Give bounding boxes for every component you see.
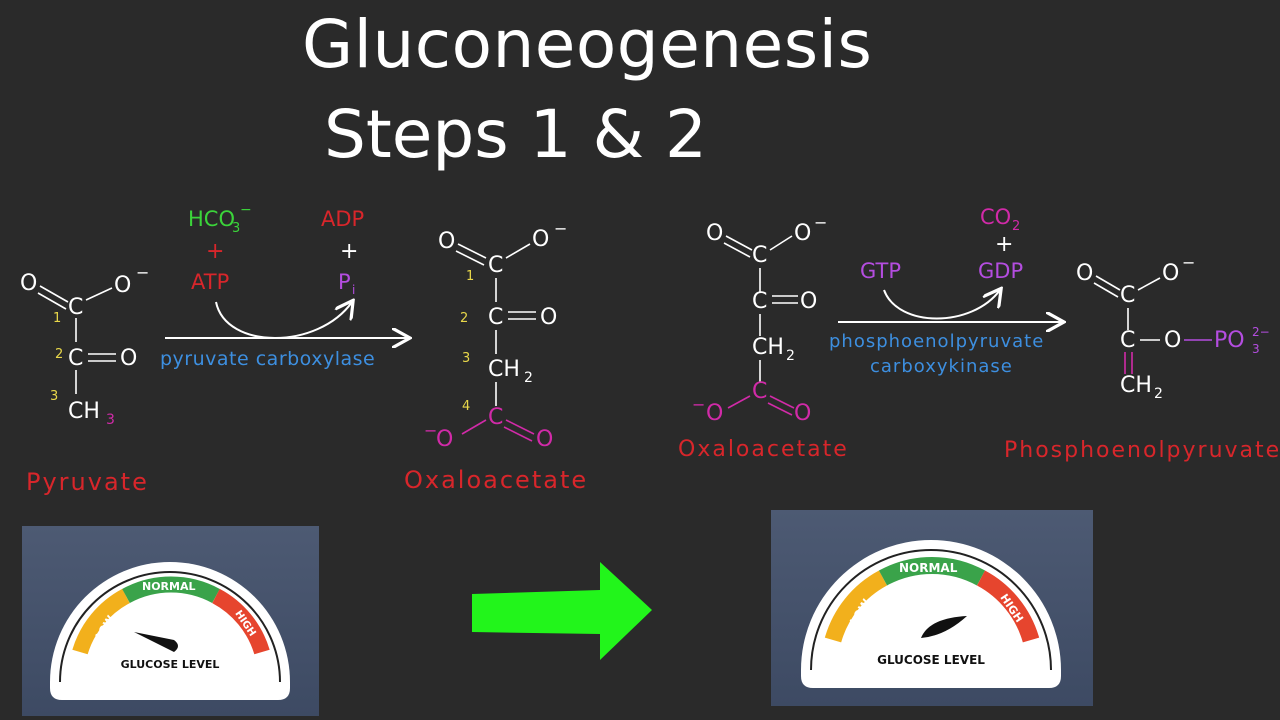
gauge-needle-normal <box>921 616 967 638</box>
bicarbonate-sub: 3 <box>232 221 240 236</box>
svg-text:2: 2 <box>460 311 468 326</box>
co2-sub: 2 <box>1012 219 1020 234</box>
glucose-gauge-low-panel: LOW NORMAL HIGH GLUCOSE LEVEL <box>22 526 319 716</box>
pyruvate-c2: C <box>68 346 83 371</box>
glucose-gauge-low: LOW NORMAL HIGH GLUCOSE LEVEL <box>50 562 290 700</box>
carbon-number-3: 3 <box>50 389 58 404</box>
svg-text:O: O <box>1076 261 1093 286</box>
gauge-label-2: GLUCOSE LEVEL <box>877 653 985 667</box>
svg-text:4: 4 <box>462 399 470 414</box>
co2: CO <box>980 205 1011 229</box>
svg-text:1: 1 <box>466 269 474 284</box>
pyruvate-c1: C <box>68 295 83 320</box>
svg-text:O: O <box>706 221 723 246</box>
svg-text:3: 3 <box>1252 342 1260 356</box>
glucose-gauge-normal: LOW NORMAL HIGH GLUCOSE LEVEL <box>801 540 1061 688</box>
pyruvate-structure: O C O − 1 2 C O 3 CH 3 <box>20 263 149 428</box>
svg-text:O: O <box>532 227 549 252</box>
gauge-normal-text: NORMAL <box>142 580 196 593</box>
svg-text:−: − <box>554 219 567 238</box>
svg-text:PO: PO <box>1214 328 1245 353</box>
pyruvate-o-keto: O <box>120 346 137 371</box>
gdp: GDP <box>978 259 1023 283</box>
svg-text:C: C <box>752 289 767 314</box>
enzyme-2-line-1: phosphoenolpyruvate <box>829 331 1044 352</box>
svg-text:O: O <box>794 401 811 426</box>
title-line-2: Steps 1 & 2 <box>324 96 708 173</box>
reaction-diagram: O C O − 1 2 C O 3 CH 3 Pyruvate HCO 3 − … <box>20 202 1280 496</box>
enzyme-1: pyruvate carboxylase <box>160 348 375 370</box>
svg-text:O: O <box>1164 328 1181 353</box>
svg-text:2−: 2− <box>1252 325 1270 339</box>
pyruvate-ch3-sub: 3 <box>106 412 115 428</box>
oxaloacetate-label-1: Oxaloacetate <box>404 466 588 494</box>
svg-text:2: 2 <box>1154 386 1163 402</box>
svg-text:CH: CH <box>752 335 784 360</box>
gauge-label-1: GLUCOSE LEVEL <box>121 658 220 671</box>
pep-label: Phosphoenolpyruvate <box>1004 438 1280 463</box>
svg-text:C: C <box>488 405 503 430</box>
bicarbonate: HCO <box>188 207 235 231</box>
pyruvate-o-minus: O <box>114 273 131 298</box>
phosphate-inorganic-sub: i <box>352 283 355 297</box>
pep-structure: O C O − C O PO 2− 3 CH 2 <box>1076 253 1270 402</box>
enzyme-2-line-2: carboxykinase <box>870 356 1013 377</box>
curved-arrow-1 <box>215 302 352 339</box>
svg-text:C: C <box>488 253 503 278</box>
svg-text:O: O <box>540 305 557 330</box>
gauge-normal-text-2: NORMAL <box>899 561 958 575</box>
curved-arrow-2 <box>883 290 1000 320</box>
svg-text:O: O <box>706 401 723 426</box>
svg-text:C: C <box>752 379 767 404</box>
pyruvate-ch3: CH <box>68 399 100 424</box>
svg-text:C: C <box>1120 283 1135 308</box>
svg-text:O: O <box>438 229 455 254</box>
glucose-gauge-normal-panel: LOW NORMAL HIGH GLUCOSE LEVEL <box>771 510 1093 706</box>
svg-text:−: − <box>692 395 705 414</box>
pyruvate-label: Pyruvate <box>26 468 149 496</box>
svg-text:C: C <box>752 243 767 268</box>
svg-text:−: − <box>424 421 437 440</box>
gauge-needle-low <box>134 632 178 652</box>
svg-text:−: − <box>1182 253 1195 272</box>
plus-out-1: + <box>340 239 358 264</box>
svg-text:O: O <box>536 427 553 452</box>
svg-text:O: O <box>436 427 453 452</box>
svg-text:−: − <box>814 213 827 232</box>
green-arrow <box>472 562 652 660</box>
adp: ADP <box>321 207 364 231</box>
svg-text:3: 3 <box>462 351 470 366</box>
pyruvate-o-double: O <box>20 271 37 296</box>
svg-text:O: O <box>794 221 811 246</box>
svg-text:O: O <box>1162 261 1179 286</box>
svg-text:C: C <box>488 305 503 330</box>
title-line-1: Gluconeogenesis <box>302 6 873 83</box>
svg-text:2: 2 <box>786 348 795 364</box>
pyruvate-o-minus-charge: − <box>136 263 149 282</box>
oxaloacetate-structure-1: O C O − 1 2 C O 3 CH 2 4 C O − O <box>424 219 567 452</box>
plus-out-2: + <box>995 232 1013 257</box>
atp: ATP <box>191 270 229 294</box>
oxaloacetate-structure-2: O C O − C O CH 2 C O − O <box>692 213 827 426</box>
gtp: GTP <box>860 259 901 283</box>
carbon-number-1: 1 <box>53 311 61 326</box>
bicarbonate-sup: − <box>240 202 252 218</box>
svg-text:CH: CH <box>488 357 520 382</box>
svg-text:C: C <box>1120 328 1135 353</box>
phosphate-inorganic: P <box>338 270 351 294</box>
plus-in-1: + <box>206 239 224 264</box>
oxaloacetate-label-2: Oxaloacetate <box>678 437 849 462</box>
svg-text:2: 2 <box>524 370 533 386</box>
carbon-number-2: 2 <box>55 347 63 362</box>
svg-text:O: O <box>800 289 817 314</box>
svg-text:CH: CH <box>1120 373 1152 398</box>
